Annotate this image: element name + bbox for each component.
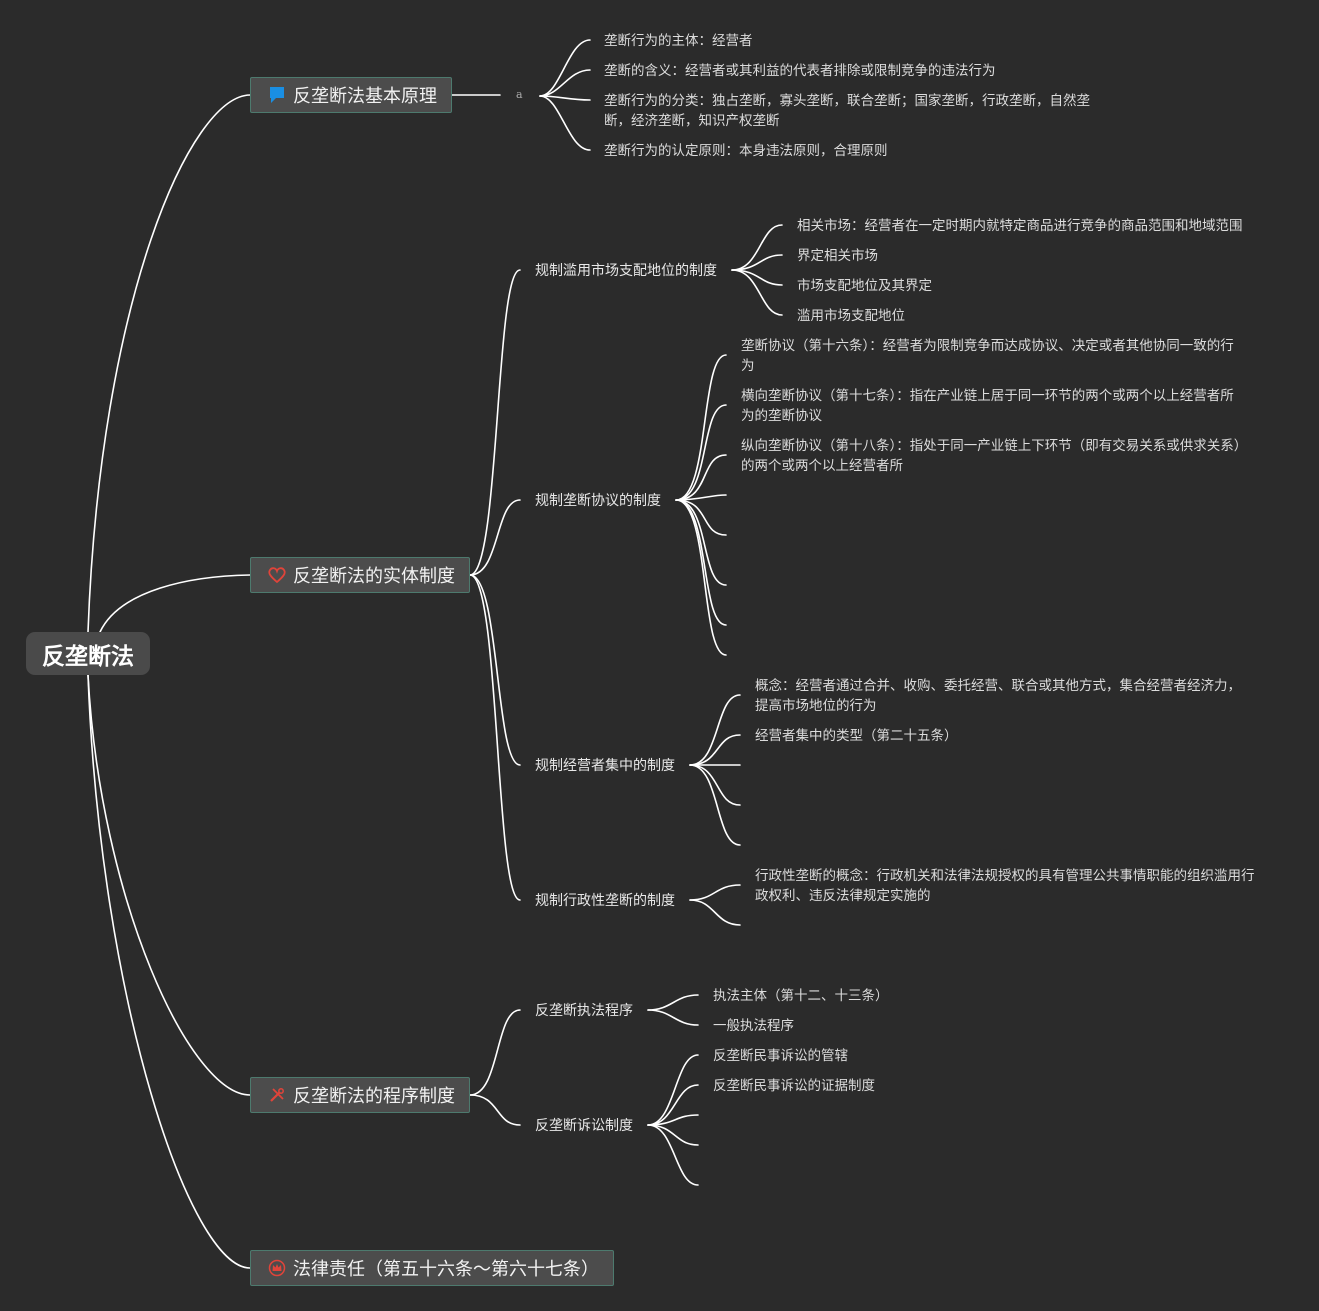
leaf-monopoly-meaning[interactable]: 垄断的含义：经营者或其利益的代表者排除或限制竞争的违法行为	[604, 63, 996, 79]
leaf-dominance-abuse[interactable]: 滥用市场支配地位	[797, 308, 905, 324]
branch-label: 法律责任（第五十六条～第六十七条）	[293, 1259, 599, 1280]
leaf-administrative-concept[interactable]: 行政性垄断的概念：行政机关和法律法规授权的具有管理公共事情职能的组织滥用行政权利…	[755, 868, 1255, 904]
leaf-general-procedure[interactable]: 一般执法程序	[713, 1018, 794, 1034]
branch-substantive-system[interactable]: 反垄断法的实体制度	[250, 557, 470, 593]
leaf-define-market[interactable]: 界定相关市场	[797, 248, 878, 264]
branch-label: 反垄断法基本原理	[293, 86, 437, 107]
leaf-monopoly-types[interactable]: 垄断行为的分类：独占垄断，寡头垄断，联合垄断；国家垄断，行政垄断，自然垄断，经济…	[604, 93, 1090, 129]
branch-marker: a	[516, 88, 523, 101]
leaf-monopoly-subject[interactable]: 垄断行为的主体：经营者	[604, 33, 753, 49]
leaf-dominance-definition[interactable]: 市场支配地位及其界定	[797, 278, 932, 294]
branch-procedural-system[interactable]: 反垄断法的程序制度	[250, 1077, 470, 1113]
heart-icon	[267, 565, 287, 585]
leaf-concentration-types[interactable]: 经营者集中的类型（第二十五条）	[755, 728, 958, 744]
leaf-agreement-definition[interactable]: 垄断协议（第十六条）：经营者为限制竞争而达成协议、决定或者其他协同一致的行为	[741, 338, 1234, 374]
leaf-horizontal-agreement[interactable]: 横向垄断协议（第十七条）：指在产业链上居于同一环节的两个或两个以上经营者所为的垄…	[741, 388, 1234, 424]
tools-icon	[267, 1085, 287, 1105]
leaf-vertical-agreement[interactable]: 纵向垄断协议（第十八条）：指处于同一产业链上下环节（即有交易关系或供求关系）的两…	[741, 438, 1241, 474]
flag-icon	[267, 85, 287, 105]
sub-monopoly-agreement[interactable]: 规制垄断协议的制度	[535, 493, 661, 509]
leaf-civil-evidence[interactable]: 反垄断民事诉讼的证据制度	[713, 1078, 875, 1094]
branch-legal-liability[interactable]: 法律责任（第五十六条～第六十七条）	[250, 1250, 614, 1286]
leaf-relevant-market[interactable]: 相关市场：经营者在一定时期内就特定商品进行竞争的商品范围和地域范围	[797, 218, 1243, 234]
leaf-enforcement-subject[interactable]: 执法主体（第十二、十三条）	[713, 988, 889, 1004]
root-topic[interactable]: 反垄断法	[26, 632, 150, 675]
leaf-civil-jurisdiction[interactable]: 反垄断民事诉讼的管辖	[713, 1048, 848, 1064]
crown-icon	[267, 1258, 287, 1278]
sub-administrative-monopoly[interactable]: 规制行政性垄断的制度	[535, 893, 675, 909]
branch-label: 反垄断法的程序制度	[293, 1086, 455, 1107]
sub-concentration[interactable]: 规制经营者集中的制度	[535, 758, 675, 774]
leaf-monopoly-principles[interactable]: 垄断行为的认定原则：本身违法原则，合理原则	[604, 143, 888, 159]
sub-enforcement-procedure[interactable]: 反垄断执法程序	[535, 1003, 633, 1019]
sub-litigation-system[interactable]: 反垄断诉讼制度	[535, 1118, 633, 1134]
branch-basic-principles[interactable]: 反垄断法基本原理	[250, 77, 452, 113]
sub-market-dominance[interactable]: 规制滥用市场支配地位的制度	[535, 263, 717, 279]
leaf-concentration-concept[interactable]: 概念：经营者通过合并、收购、委托经营、联合或其他方式，集合经营者经济力，提高市场…	[755, 678, 1241, 714]
branch-label: 反垄断法的实体制度	[293, 566, 455, 587]
